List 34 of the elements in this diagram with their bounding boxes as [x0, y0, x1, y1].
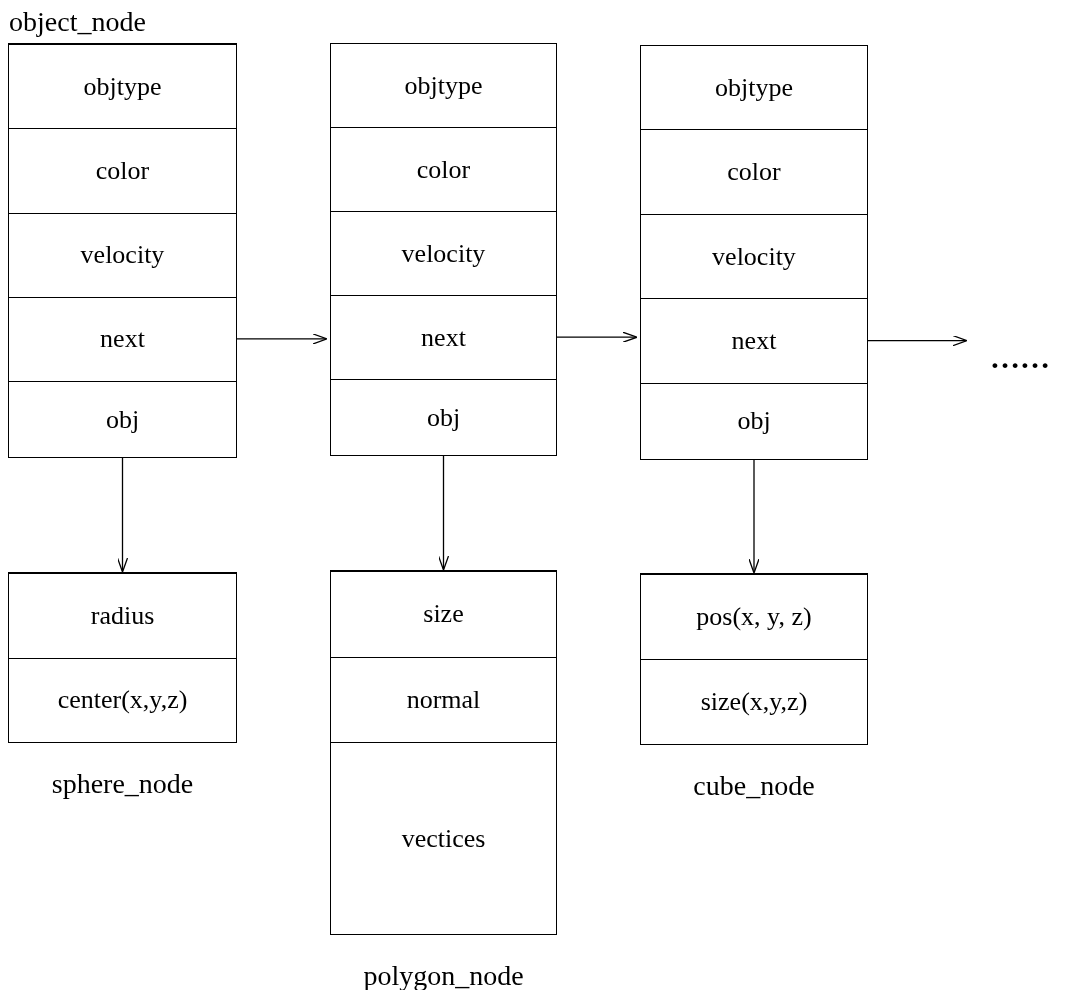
- field-cell: pos(x, y, z): [641, 574, 867, 659]
- field-cell: size: [331, 571, 556, 657]
- field-cell: color: [9, 128, 236, 213]
- arrow: [748, 458, 760, 574]
- arrow: [437, 454, 450, 571]
- field-cell: normal: [331, 656, 556, 743]
- struct-name: cube_node: [693, 772, 815, 800]
- arrow: [116, 456, 129, 573]
- field-cell: color: [331, 127, 556, 212]
- struct-box: [330, 43, 557, 456]
- field-cell: objtype: [9, 44, 236, 129]
- continuation-dots: ……: [970, 336, 1070, 380]
- field-cell: velocity: [331, 211, 556, 296]
- field-cell: center(x,y,z): [9, 657, 236, 742]
- field-cell: obj: [331, 379, 556, 455]
- field-cell: obj: [9, 381, 236, 457]
- arrow: [866, 335, 968, 347]
- field-cell: next: [641, 298, 867, 383]
- struct-name: sphere_node: [51, 770, 194, 798]
- arrow: [235, 333, 328, 345]
- struct-box: [640, 45, 868, 460]
- arrow: [555, 331, 638, 343]
- field-cell: velocity: [641, 213, 867, 299]
- field-cell: velocity: [9, 212, 236, 297]
- field-cell: objtype: [641, 46, 867, 130]
- field-cell: objtype: [331, 44, 556, 128]
- field-cell: radius: [9, 573, 236, 658]
- field-cell: size(x,y,z): [641, 659, 867, 744]
- struct-name: object_node: [9, 8, 146, 36]
- field-cell: next: [9, 296, 236, 382]
- field-cell: obj: [641, 382, 867, 459]
- field-cell: color: [641, 129, 867, 214]
- field-cell: vectices: [331, 742, 556, 934]
- field-cell: next: [331, 295, 556, 380]
